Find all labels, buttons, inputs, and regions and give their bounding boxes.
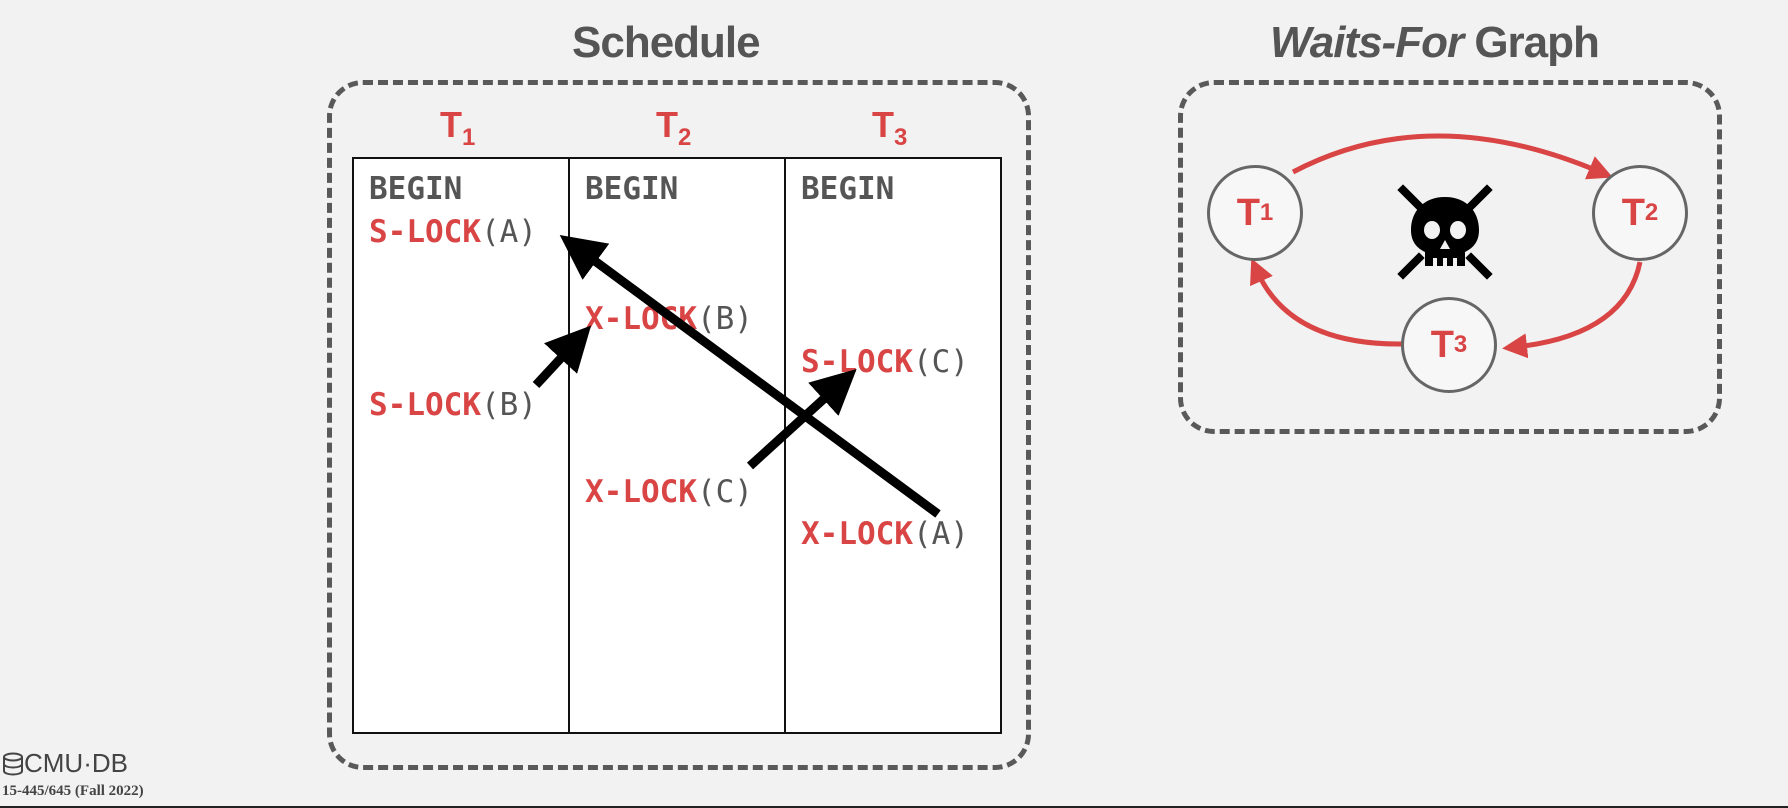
header-t1: T1 — [440, 104, 476, 151]
op-t1-2: S-LOCK(B) — [369, 387, 537, 423]
schedule-title: Schedule — [572, 18, 761, 67]
column-t1: BEGIN S-LOCK(A) S-LOCK(B) — [354, 159, 570, 732]
footer-logo-text: CMU·DB — [24, 748, 128, 778]
wait-arrow-t3-to-t1 — [559, 235, 941, 518]
header-t3: T3 — [872, 104, 908, 151]
header-t2: T2 — [656, 104, 692, 151]
wait-arrow-t1-to-t2 — [532, 325, 592, 389]
wait-arrow-t2-to-t3 — [746, 369, 857, 470]
skull-crossbones-icon — [1397, 184, 1493, 280]
begin-t2: BEGIN — [585, 171, 679, 207]
schedule-frame — [327, 80, 1031, 770]
op-t2-1: X-LOCK(B) — [585, 301, 753, 337]
database-icon — [3, 752, 23, 776]
footer-logo: CMU·DB — [2, 748, 128, 779]
schedule-table: BEGIN S-LOCK(A) S-LOCK(B) BEGIN X-LOCK(B… — [352, 157, 1002, 734]
begin-t3: BEGIN — [801, 171, 895, 207]
graph-title: Waits-For Graph — [1270, 18, 1600, 67]
column-t3: BEGIN S-LOCK(C) X-LOCK(A) — [786, 159, 1000, 732]
edge-t1-to-t2 — [1291, 133, 1613, 180]
op-t3-2: X-LOCK(A) — [801, 516, 969, 552]
graph-frame — [1178, 80, 1722, 434]
column-t2: BEGIN X-LOCK(B) X-LOCK(C) — [570, 159, 786, 732]
footer-course: 15-445/645 (Fall 2022) — [2, 783, 144, 799]
op-t2-2: X-LOCK(C) — [585, 474, 753, 510]
edge-t2-to-t3 — [1502, 261, 1643, 359]
edge-t3-to-t1 — [1250, 258, 1403, 347]
op-t3-1: S-LOCK(C) — [801, 344, 969, 380]
bottom-rule — [0, 806, 1788, 808]
op-t1-1: S-LOCK(A) — [369, 214, 537, 250]
begin-t1: BEGIN — [369, 171, 463, 207]
